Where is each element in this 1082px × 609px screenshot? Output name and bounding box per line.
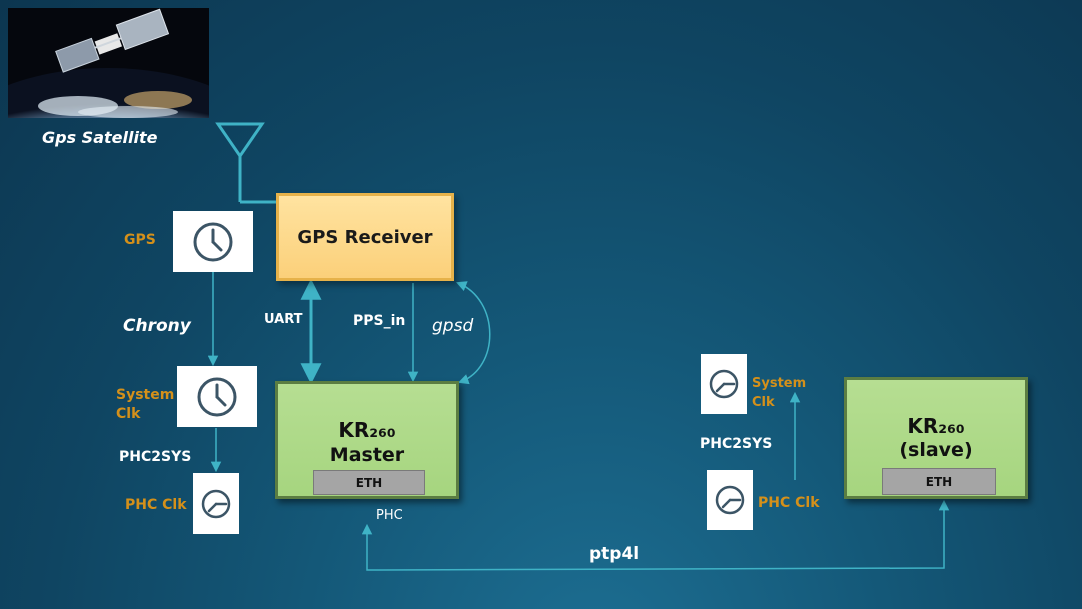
phc-clock-left-box <box>193 473 239 534</box>
ptp4l-link <box>361 499 950 571</box>
ptp4l-label: ptp4l <box>589 544 640 564</box>
gpsd-arrow <box>456 281 491 385</box>
master-title-line1: KR₂₆₀ <box>338 418 396 442</box>
gpsd-label: gpsd <box>432 316 474 336</box>
phc-clk-right-label: PHC Clk <box>758 495 820 511</box>
gps-satellite-image <box>8 8 209 118</box>
phc2sys-right-label: PHC2SYS <box>700 436 773 452</box>
gauge-icon <box>201 489 231 518</box>
gauge-icon <box>715 485 745 515</box>
master-eth-label: ETH <box>355 475 383 490</box>
phc2sys-left-label: PHC2SYS <box>119 449 192 465</box>
gps-clock-box <box>173 211 253 272</box>
antenna-icon <box>215 122 278 204</box>
slave-eth-port: ETH <box>882 468 996 495</box>
chrony-label: Chrony <box>123 316 191 336</box>
gauge-icon <box>709 369 739 399</box>
clock-icon <box>197 377 237 416</box>
clock-icon <box>193 222 233 261</box>
system-clk-left-label: System Clk <box>116 387 175 422</box>
phc-clock-right-box <box>707 470 753 530</box>
slave-title-line2: (slave) <box>899 439 973 461</box>
master-eth-port: ETH <box>313 470 425 495</box>
pps-in-label: PPS_in <box>353 313 406 329</box>
gps-receiver-label: GPS Receiver <box>297 226 433 248</box>
system-clock-left-box <box>177 366 257 427</box>
uart-label: UART <box>264 312 303 327</box>
kr260-slave-box: KR₂₆₀ (slave) ETH <box>844 377 1028 499</box>
phc-label: PHC <box>376 508 403 523</box>
master-title-line2: Master <box>329 444 405 466</box>
gps-receiver-box: GPS Receiver <box>276 193 454 281</box>
satellite-caption: Gps Satellite <box>42 128 158 147</box>
phc-clk-left-label: PHC Clk <box>125 497 187 513</box>
system-clk-right-label: System Clk <box>752 376 807 410</box>
slave-eth-label: ETH <box>925 474 953 489</box>
slave-title-line1: KR₂₆₀ <box>907 414 965 438</box>
system-clock-right-box <box>701 354 747 414</box>
gps-label: GPS <box>124 232 156 248</box>
kr260-master-box: KR₂₆₀ Master ETH <box>275 381 459 499</box>
